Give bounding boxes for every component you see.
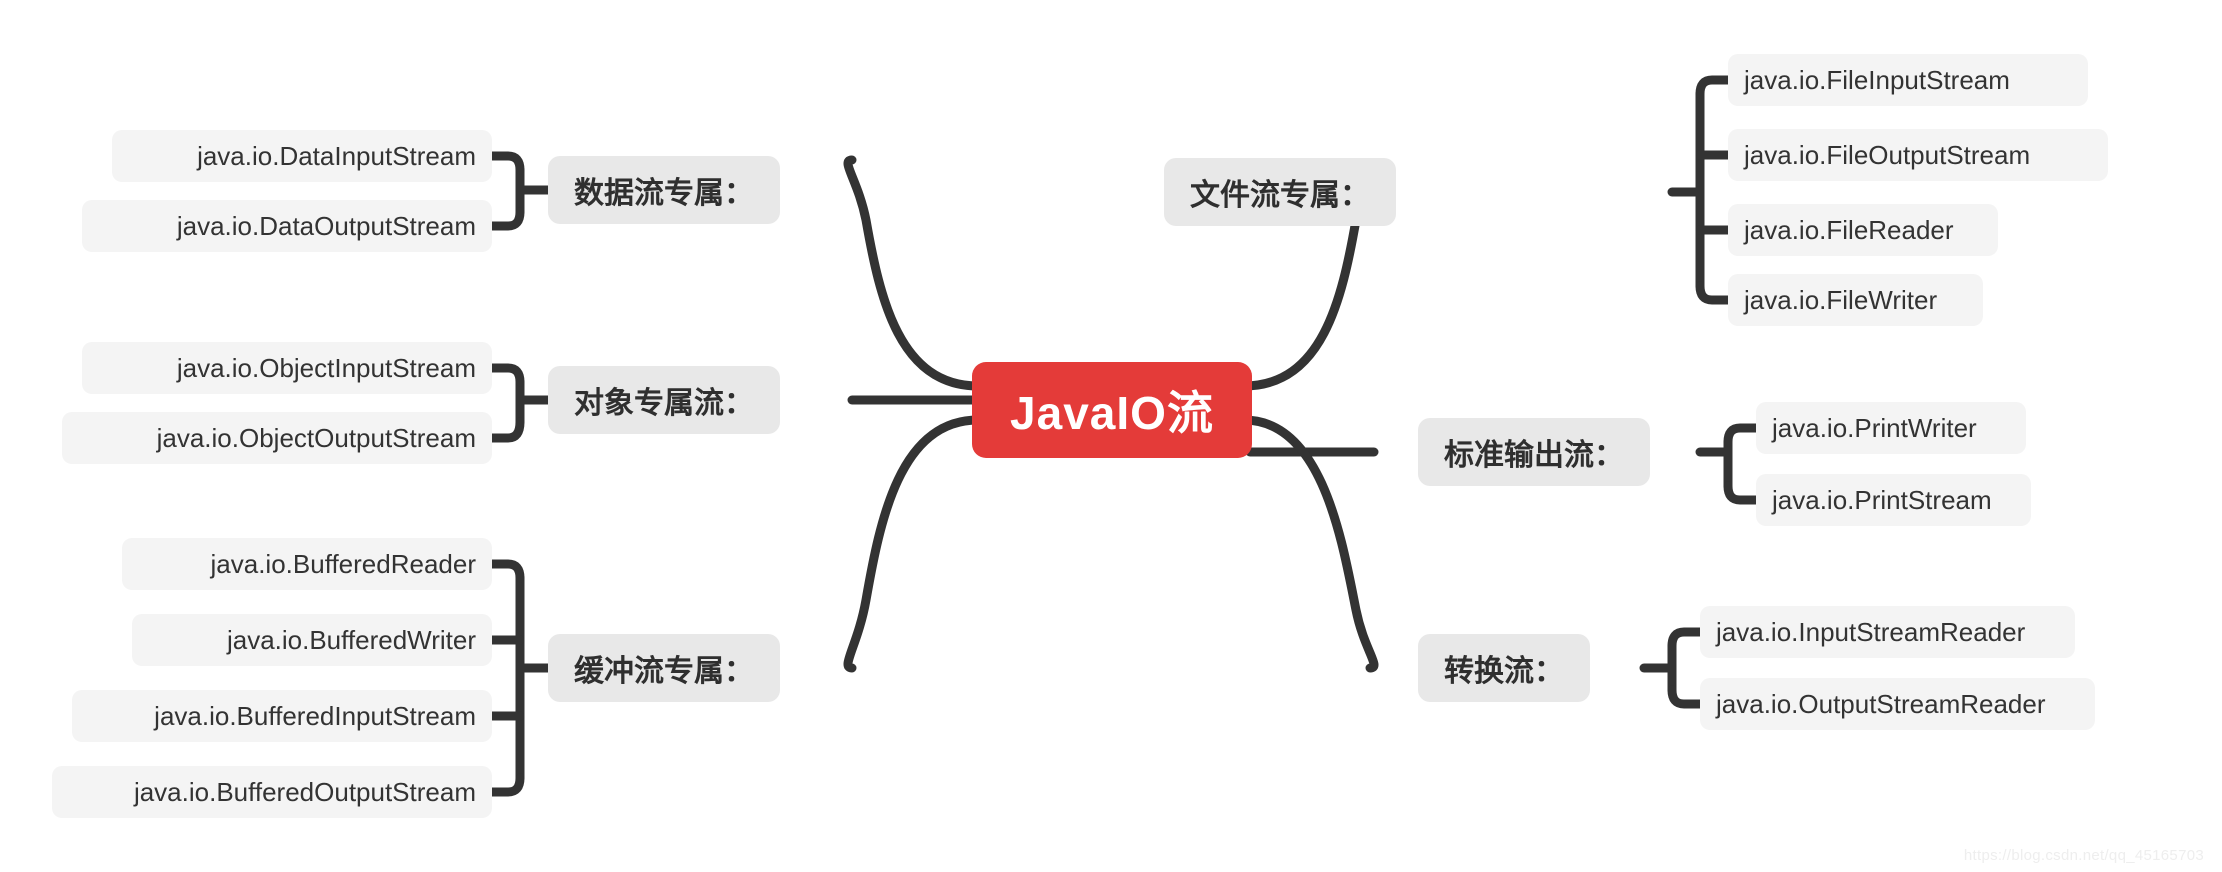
branch-node-data-stream[interactable]: 数据流专属： xyxy=(548,156,780,224)
bracket-arm-buffered-0 xyxy=(487,559,525,583)
bracket-arm-data-0 xyxy=(487,151,525,175)
wire-root-convert xyxy=(1239,415,1379,673)
leaf-node[interactable]: java.io.DataOutputStream xyxy=(82,200,492,252)
leaf-node[interactable]: java.io.BufferedWriter xyxy=(132,614,492,666)
branch-node-buffered-stream[interactable]: 缓冲流专属： xyxy=(548,634,780,702)
bracket-arm-data-1 xyxy=(487,207,525,231)
bracket-arm-convert-0 xyxy=(1667,627,1705,651)
leaf-node[interactable]: java.io.BufferedInputStream xyxy=(72,690,492,742)
bracket-arm-object-0 xyxy=(487,363,525,387)
bracket-arm-stdout-0 xyxy=(1723,423,1761,447)
wire-root-data xyxy=(843,155,983,391)
leaf-node[interactable]: java.io.PrintWriter xyxy=(1756,402,2026,454)
leaf-node[interactable]: java.io.FileInputStream xyxy=(1728,54,2088,106)
root-node[interactable]: JavaIO流 xyxy=(972,362,1252,458)
wire-root-buffered xyxy=(843,415,983,673)
leaf-node[interactable]: java.io.DataInputStream xyxy=(112,130,492,182)
branch-node-file-stream[interactable]: 文件流专属： xyxy=(1164,158,1396,226)
leaf-node[interactable]: java.io.ObjectOutputStream xyxy=(62,412,492,464)
leaf-node[interactable]: java.io.OutputStreamReader xyxy=(1700,678,2095,730)
branch-node-object-stream[interactable]: 对象专属流： xyxy=(548,366,780,434)
leaf-node[interactable]: java.io.InputStreamReader xyxy=(1700,606,2075,658)
branch-node-standard-output-stream[interactable]: 标准输出流： xyxy=(1418,418,1650,486)
leaf-node[interactable]: java.io.FileReader xyxy=(1728,204,1998,256)
leaf-node[interactable]: java.io.FileWriter xyxy=(1728,274,1983,326)
bracket-arm-stdout-1 xyxy=(1723,481,1761,505)
bracket-arm-file-3 xyxy=(1695,281,1733,305)
leaf-node[interactable]: java.io.BufferedOutputStream xyxy=(52,766,492,818)
leaf-node[interactable]: java.io.FileOutputStream xyxy=(1728,129,2108,181)
bracket-arm-object-1 xyxy=(487,417,525,443)
leaf-node[interactable]: java.io.BufferedReader xyxy=(122,538,492,590)
leaf-node[interactable]: java.io.ObjectInputStream xyxy=(82,342,492,394)
bracket-arm-buffered-3 xyxy=(487,773,525,797)
branch-node-convert-stream[interactable]: 转换流： xyxy=(1418,634,1590,702)
bracket-arm-convert-1 xyxy=(1667,685,1705,709)
leaf-node[interactable]: java.io.PrintStream xyxy=(1756,474,2031,526)
watermark: https://blog.csdn.net/qq_45165703 xyxy=(1963,847,2204,864)
bracket-arm-file-0 xyxy=(1695,75,1733,99)
